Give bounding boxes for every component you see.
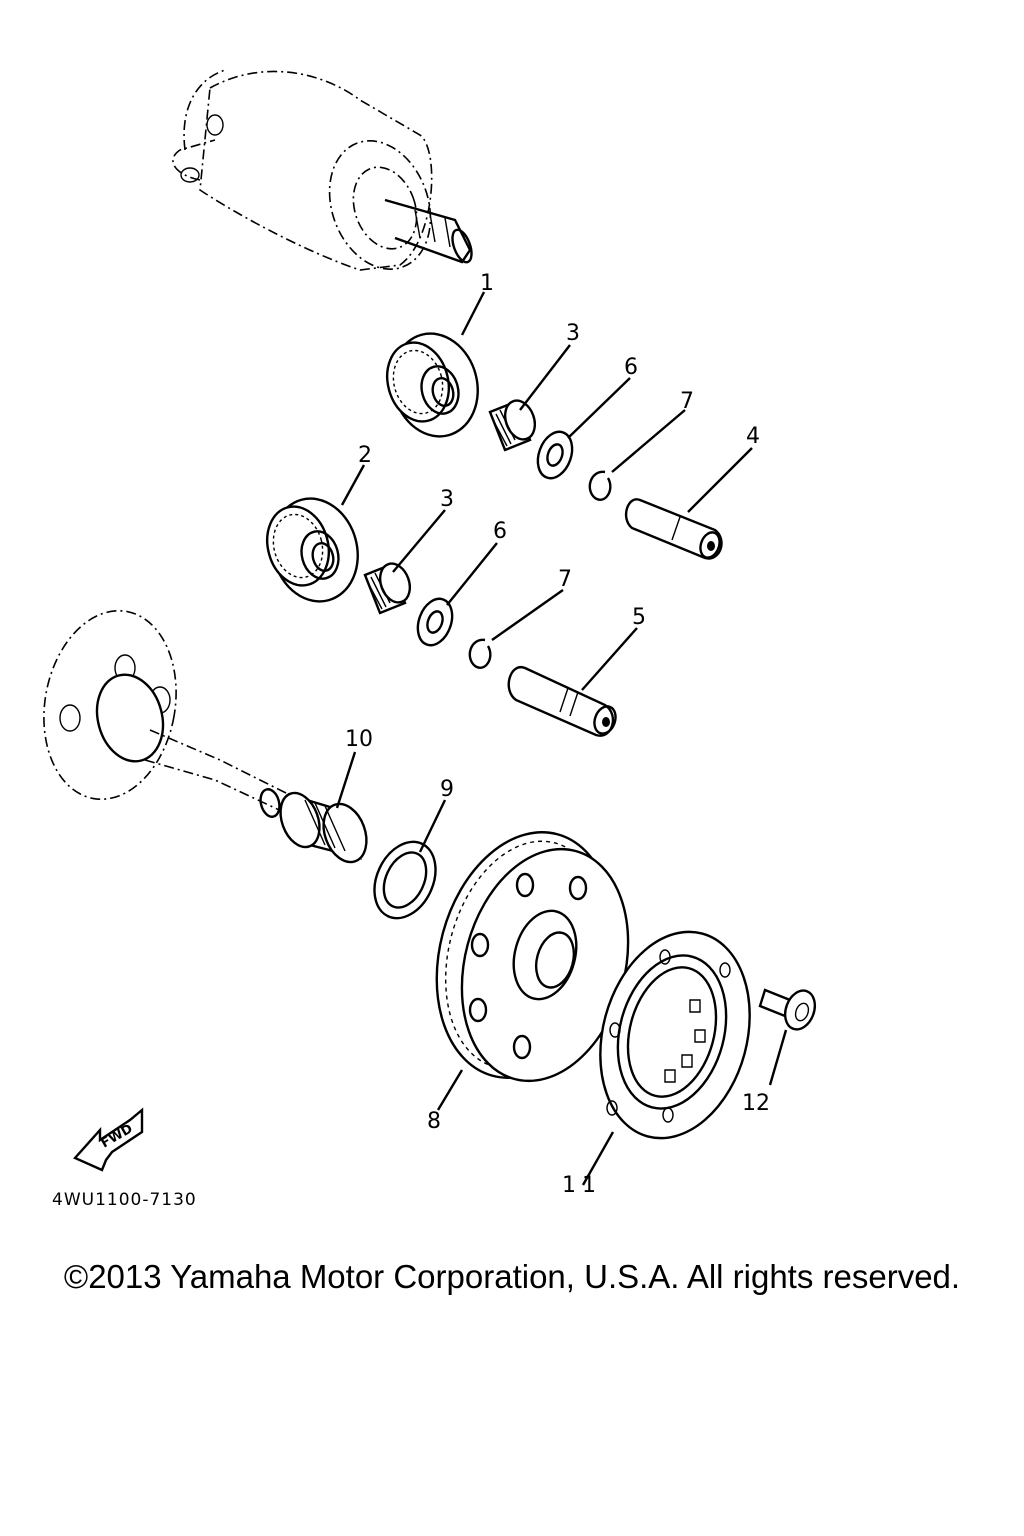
callout-7-upper: 7 bbox=[680, 389, 694, 414]
callout-labels: 1 2 3 3 4 5 6 6 7 7 8 9 10 11 12 bbox=[345, 271, 770, 1198]
starter-wheel-gear-8 bbox=[435, 831, 630, 1083]
washer-6-upper bbox=[536, 430, 574, 480]
callout-4: 4 bbox=[746, 424, 760, 449]
starter-motor-phantom bbox=[172, 69, 473, 271]
needle-bearing-10 bbox=[279, 791, 368, 864]
leader-lines bbox=[335, 291, 788, 1186]
callout-10: 10 bbox=[345, 727, 373, 752]
callout-6-upper: 6 bbox=[624, 355, 638, 380]
shaft-5 bbox=[507, 666, 617, 737]
needle-bearing-3-upper bbox=[488, 399, 537, 452]
idle-gear-2 bbox=[266, 497, 359, 603]
idle-gear-1 bbox=[386, 332, 479, 438]
callout-3-upper: 3 bbox=[566, 321, 580, 346]
callout-9: 9 bbox=[440, 777, 454, 802]
drawing-id: 4WU1100-7130 bbox=[52, 1190, 197, 1210]
one-way-clutch-11 bbox=[599, 930, 751, 1140]
washer-9 bbox=[373, 840, 437, 920]
flange-bolt-12 bbox=[758, 988, 817, 1031]
circlip-7-upper bbox=[588, 470, 612, 501]
callout-7-lower: 7 bbox=[558, 567, 572, 592]
callout-12: 12 bbox=[742, 1091, 770, 1116]
callout-8: 8 bbox=[427, 1109, 441, 1134]
fwd-arrow-icon: FWD bbox=[73, 1107, 144, 1172]
exploded-parts-diagram: 1 2 3 3 4 5 6 6 7 7 8 9 10 11 12 FWD 4WU… bbox=[43, 69, 817, 1210]
starter-clutch-shaft bbox=[43, 609, 301, 818]
copyright-notice: ©2013 Yamaha Motor Corporation, U.S.A. A… bbox=[63, 1258, 961, 1295]
callout-1: 1 bbox=[480, 271, 494, 296]
needle-bearing-3-lower bbox=[363, 562, 412, 615]
callout-5: 5 bbox=[632, 605, 646, 630]
circlip-7-lower bbox=[468, 638, 492, 669]
callout-6-lower: 6 bbox=[493, 519, 507, 544]
washer-6-lower bbox=[416, 597, 454, 647]
callout-3-lower: 3 bbox=[440, 487, 454, 512]
callout-11: 11 bbox=[562, 1173, 602, 1198]
shaft-4 bbox=[624, 498, 723, 560]
callout-2: 2 bbox=[358, 443, 372, 468]
